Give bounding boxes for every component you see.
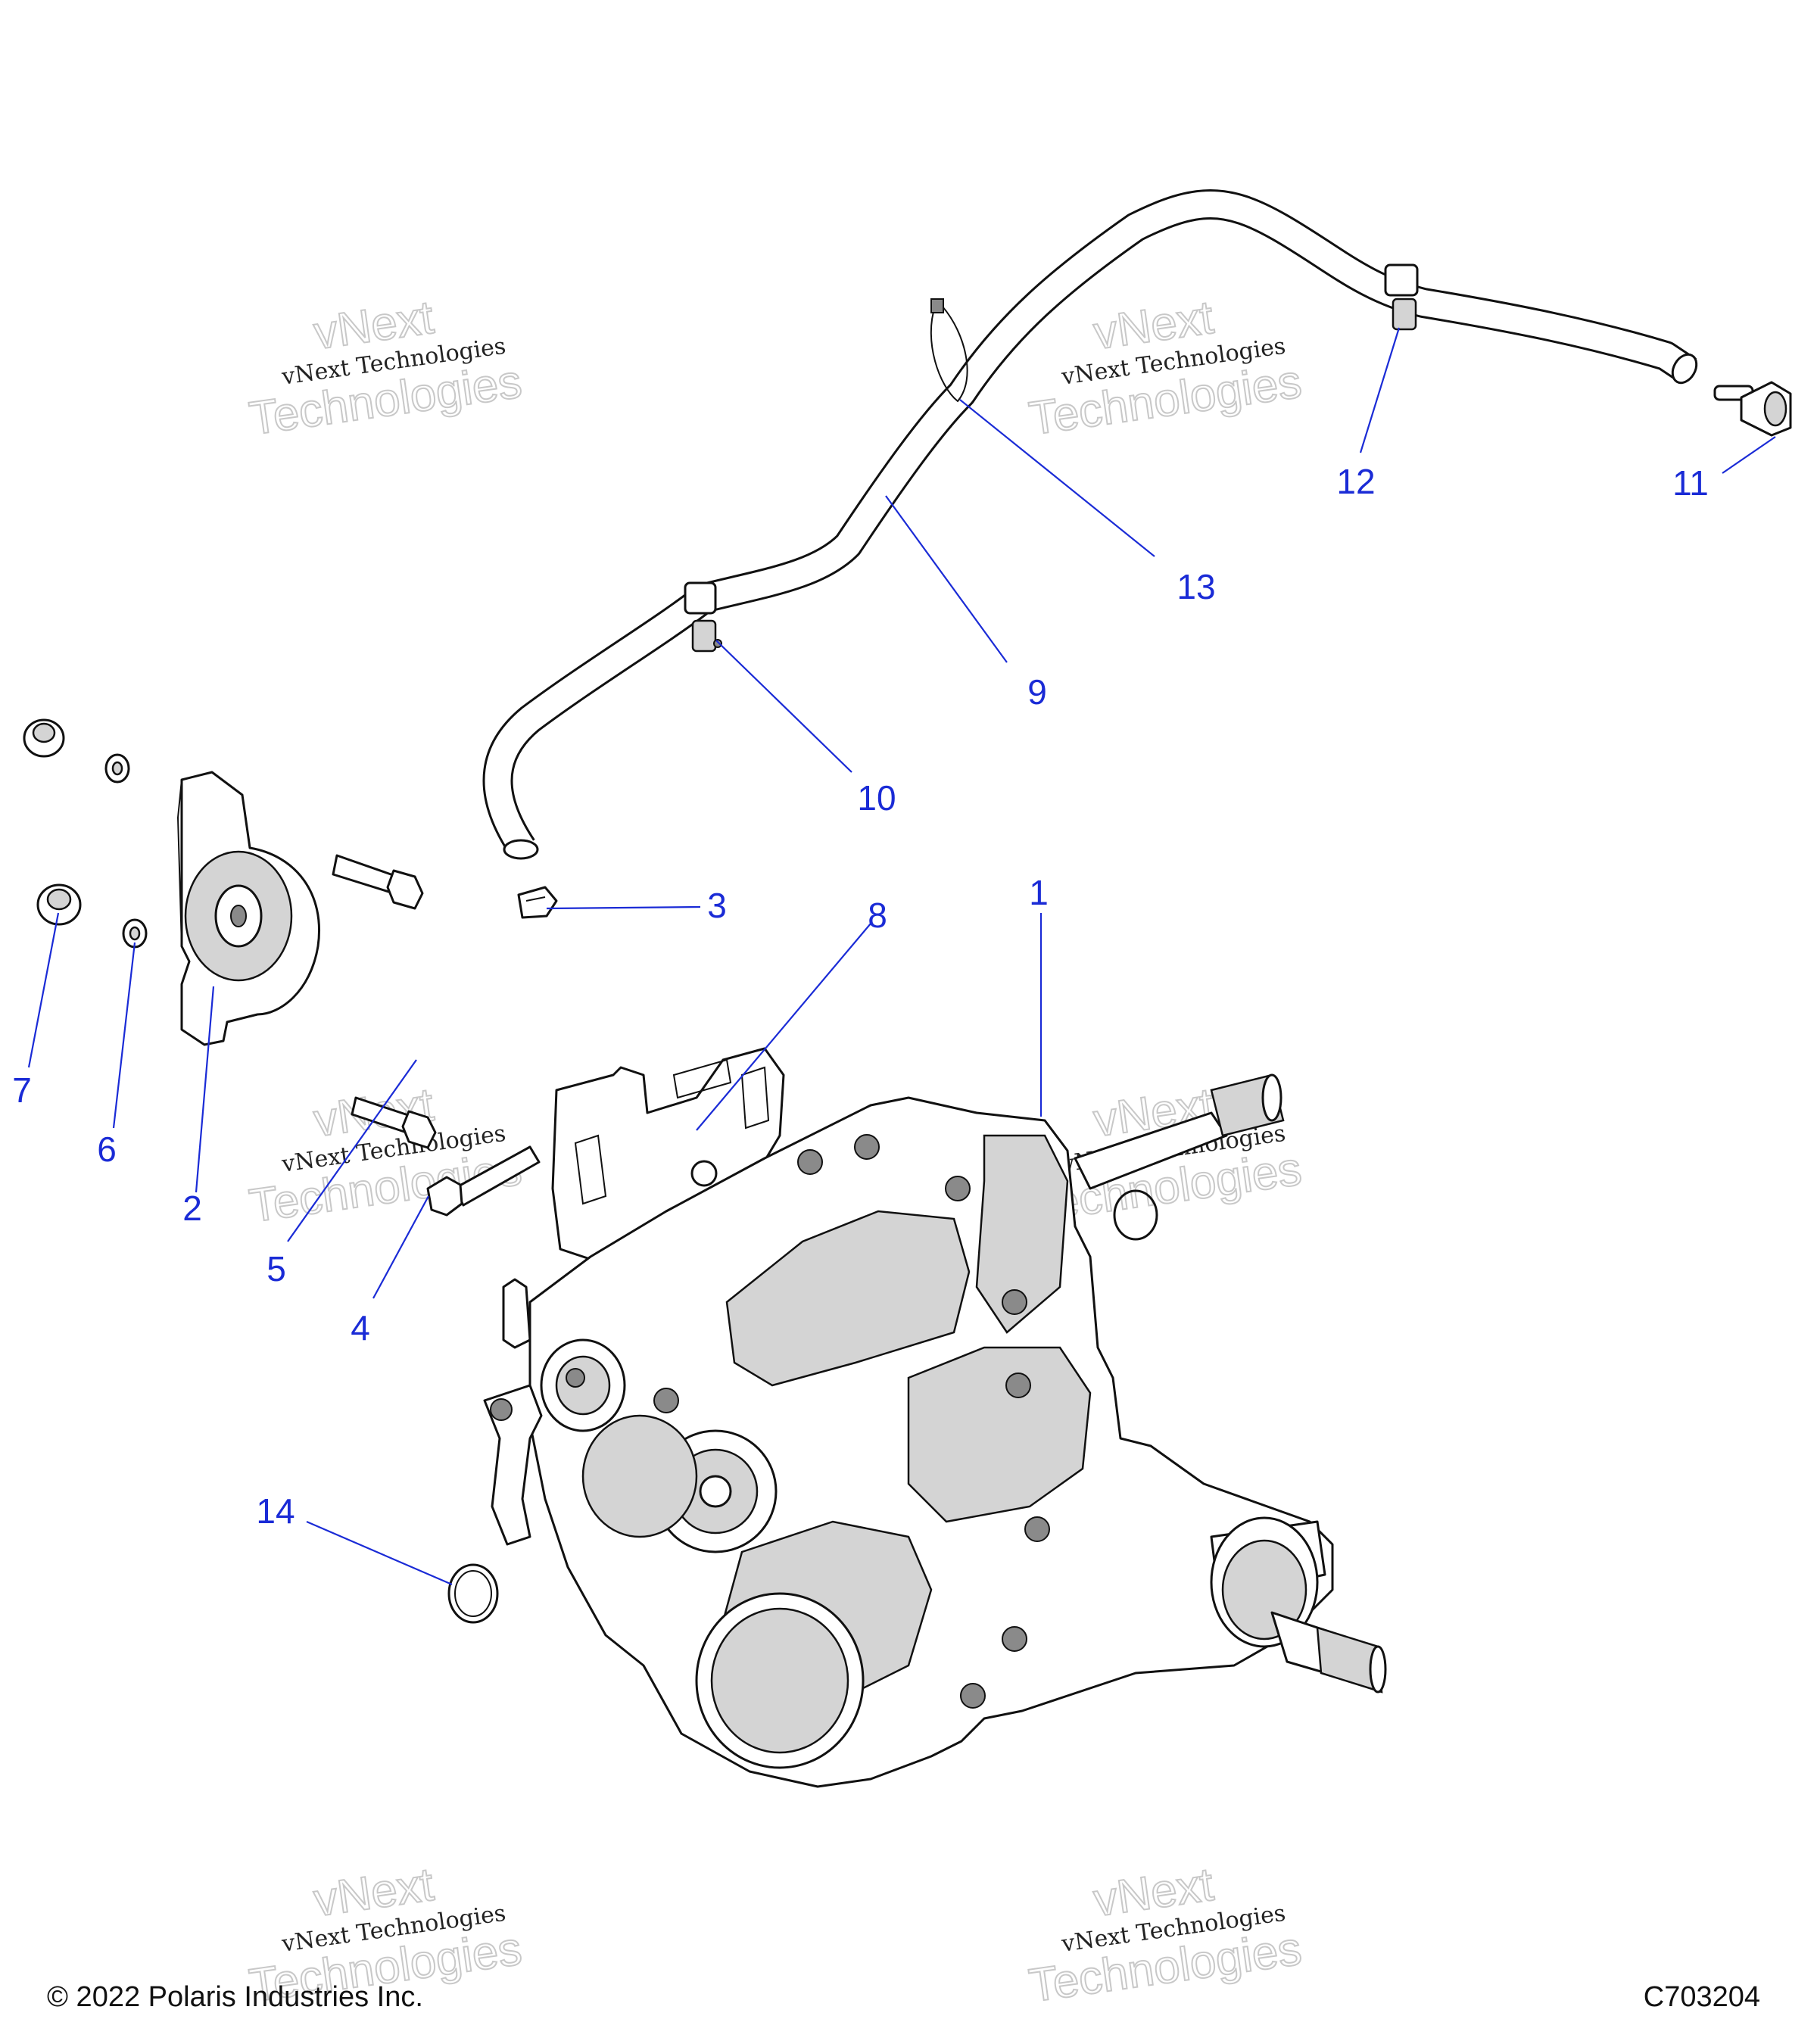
leader-9 [885,495,1008,663]
callout-5: 5 [266,1249,286,1288]
callout-1: 1 [1029,873,1049,912]
callout-3: 3 [707,886,727,925]
callout-12: 12 [1336,462,1375,501]
leader-10 [715,640,852,773]
callout-13: 13 [1177,567,1215,606]
leader-5 [287,1059,417,1242]
leader-8 [696,923,871,1131]
callout-6: 6 [97,1129,117,1169]
leader-12 [1359,327,1401,453]
tube-clamp-12 [1384,263,1419,331]
callout-2: 2 [182,1189,202,1228]
washer-6-top [104,753,130,784]
flange-nut-7-top [23,718,65,758]
vent-tube [482,189,1698,860]
callout-8: 8 [868,896,887,935]
leader-6 [112,942,136,1129]
leader-13 [959,399,1155,557]
drawing-number: C703204 [1644,1981,1760,2013]
o-ring-14 [447,1563,499,1624]
callout-labels: 1 2 3 4 5 6 7 8 9 10 11 12 13 14 [12,462,1709,1531]
callout-11: 11 [1672,463,1709,503]
bolt-5 [351,1096,437,1149]
gearcase-assembly-1 [483,1047,1387,1788]
copyright-notice: © 2022 Polaris Industries Inc. [47,1981,423,2013]
watermark-top-left: vNext Technologies vNext Technologies [245,291,525,446]
leader-lines [27,327,1776,1586]
leader-7 [27,912,60,1068]
watermark-bottom-right: vNext Technologies vNext Technologies [1025,1858,1305,2013]
speed-sensor-2 [176,771,320,1046]
bolt-upper [332,854,424,910]
tube-clamp-10 [684,581,722,653]
callout-7: 7 [12,1070,32,1110]
leader-4 [372,1195,429,1299]
callout-14: 14 [256,1491,295,1531]
bolt-4 [426,1145,541,1217]
leader-2 [195,986,215,1193]
leader-11 [1722,436,1776,474]
leader-3 [546,905,701,910]
callout-4: 4 [351,1308,370,1348]
callout-10: 10 [857,778,896,818]
cable-tie-13 [930,298,968,403]
clip-3 [517,886,558,919]
flange-nut-7 [36,883,82,926]
leader-14 [306,1520,453,1586]
vent-fitting-11 [1713,381,1792,437]
callout-9: 9 [1027,672,1047,712]
watermark-mid-left: vNext Technologies vNext Technologies [245,1078,525,1233]
